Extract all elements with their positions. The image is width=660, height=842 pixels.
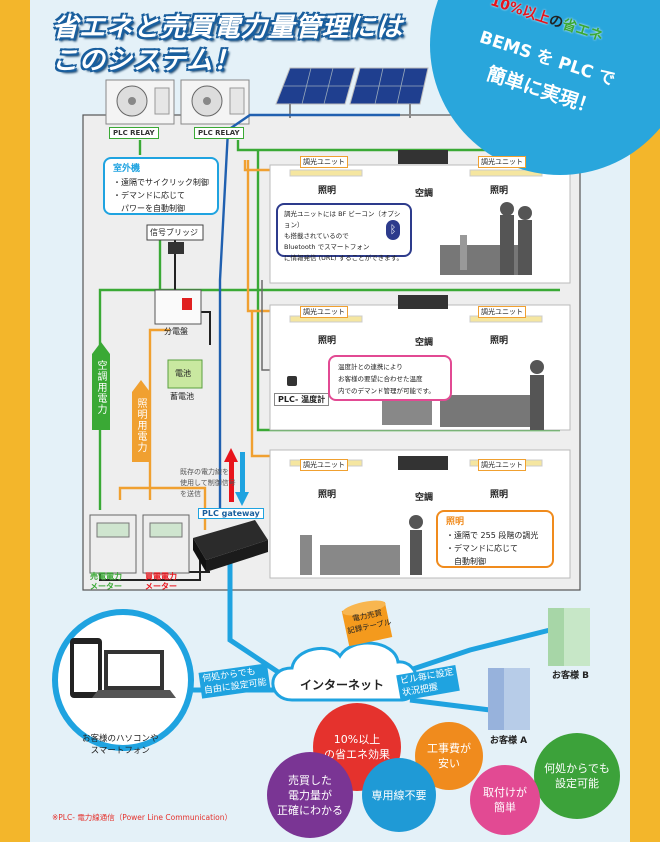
benefit-no-dedicated-line: 専用線不要 [362, 758, 436, 832]
lighting-note-line: ・デマンドに応じて [446, 544, 518, 553]
lighting-label-bg [132, 392, 150, 462]
lighting-label: 照明 [490, 186, 509, 196]
bluetooth-note-line: も搭載されているので [284, 232, 349, 240]
lighting-note-title: 照明 [446, 517, 465, 527]
dimmer-label: 調光ユニット [300, 459, 348, 471]
benefit-easy-install: 取付けが 簡単 [470, 765, 540, 835]
battery-box [167, 359, 203, 389]
database-icon [341, 600, 393, 647]
thermo-note: 温度計との連携により お客様の要望に合わせた温度 内でのデマンド管理が可能です。 [328, 355, 452, 401]
lighting-note: 照明 ・遠隔で 255 段階の調光 ・デマンドに応じて 自動制御 [436, 510, 554, 568]
buy-meter-text: メーター [145, 582, 177, 591]
aircon-power-label: 空調用電力 [95, 360, 106, 415]
solar-panels [275, 67, 429, 118]
buy-meter-label: 買電電力 メーター [145, 572, 177, 592]
sell-meter-text: メーター [90, 582, 122, 591]
battery-name: 蓄電池 [170, 392, 194, 401]
footnote: ※PLC- 電力線通信（Power Line Communication） [52, 813, 232, 822]
dimmer-label: 調光ユニット [300, 306, 348, 318]
sell-meter-label: 売電電力 メーター [90, 572, 122, 592]
outdoor-note-line: パワーを自動制御 [113, 204, 185, 213]
lighting-label: 照明 [318, 336, 337, 346]
gateway-box [193, 520, 268, 560]
signal-note-line: 使用して制御信号 [180, 479, 236, 487]
lighting-note-line: ・遠隔で 255 段階の調光 [446, 531, 539, 540]
lighting-label: 照明 [490, 336, 509, 346]
gateway-label: PLC gateway [198, 508, 264, 519]
signal-note-line: を送信 [180, 490, 201, 498]
panel-label: 分電盤 [164, 327, 188, 336]
signal-bridge-label: 信号ブリッジ [150, 228, 198, 237]
battery-label: 電池 [175, 369, 191, 378]
aircon-label-bg [92, 354, 110, 430]
signal-note: 既存の電力線を 使用して制御信号 を送信 [180, 467, 236, 500]
aircon-label: 空調 [415, 493, 434, 503]
thermometer-icon [287, 376, 297, 386]
benefit-accurate-measure: 売買した 電力量が 正確にわかる [267, 752, 353, 838]
plc-relay-2: PLC RELAY [194, 127, 244, 139]
lighting-power-label: 照明用電力 [135, 398, 146, 453]
outdoor-note-line: ・遠隔でサイクリック制御 [113, 178, 209, 187]
benefit-remote-setup: 何処からでも 設定可能 [534, 733, 620, 819]
thermo-note-line: 内でのデマンド管理が可能です。 [338, 387, 435, 395]
lighting-label: 照明 [318, 490, 337, 500]
lighting-label: 照明 [318, 186, 337, 196]
building-b [548, 608, 590, 666]
devices-text: お客様のハソコンや [82, 734, 159, 744]
aircon-label: 空調 [415, 189, 434, 199]
sell-meter-text: 売電電力 [90, 572, 122, 581]
outdoor-note: 室外機 ・遠隔でサイクリック制御 ・デマンドに応じて パワーを自動制御 [103, 157, 219, 215]
bluetooth-icon: ᛒ [386, 220, 400, 240]
bluetooth-note-line: 調光ユニットには BF ビーコン（オプション） [284, 210, 401, 229]
aircon-label: 空調 [415, 338, 434, 348]
building-a [488, 668, 530, 730]
signal-arrows [224, 448, 249, 506]
dimmer-label: 調光ユニット [300, 156, 348, 168]
signal-bridge-box [146, 224, 204, 241]
buy-meter-text: 買電電力 [145, 572, 177, 581]
dimmer-label: 調光ユニット [478, 459, 526, 471]
plc-relay-1: PLC RELAY [109, 127, 159, 139]
badge-circle [430, 0, 660, 175]
panel-box [154, 289, 202, 325]
outdoor-note-line: ・デマンドに応じて [113, 191, 185, 200]
devices-label: お客様のハソコンや スマートフォン [82, 733, 159, 757]
customer-a-label: お客様 A [490, 736, 528, 746]
lighting-label: 照明 [490, 490, 509, 500]
bluetooth-note: 調光ユニットには BF ビーコン（オプション） も搭載されているので Bluet… [276, 203, 412, 262]
title-line-1: 省エネと売買電力量管理には [52, 13, 404, 43]
dimmer-label: 調光ユニット [478, 156, 526, 168]
title-line-2: このシステム！ [52, 46, 241, 76]
outdoor-note-title: 室外機 [113, 164, 141, 174]
thermo-label: PLC- 温度計 [274, 393, 330, 406]
outdoor-unit-2 [180, 79, 250, 125]
bluetooth-note-line: Bluetooth でスマートフォン [284, 243, 370, 251]
devices-text: スマートフォン [90, 746, 150, 756]
lighting-note-line: 自動制御 [446, 557, 486, 566]
thermo-note-line: 温度計との連携により [338, 363, 403, 371]
bluetooth-note-line: に情報発信 (URL) することができます。 [284, 254, 403, 262]
signal-note-line: 既存の電力線を [180, 468, 229, 476]
thermo-note-line: お客様の要望に合わせた温度 [338, 375, 423, 383]
outdoor-unit-1 [105, 79, 175, 125]
page-title: 省エネと売買電力量管理には このシステム！ [52, 12, 403, 78]
internet-label: インターネット [300, 678, 385, 692]
customer-b-label: お客様 B [552, 671, 589, 681]
dimmer-label: 調光ユニット [478, 306, 526, 318]
